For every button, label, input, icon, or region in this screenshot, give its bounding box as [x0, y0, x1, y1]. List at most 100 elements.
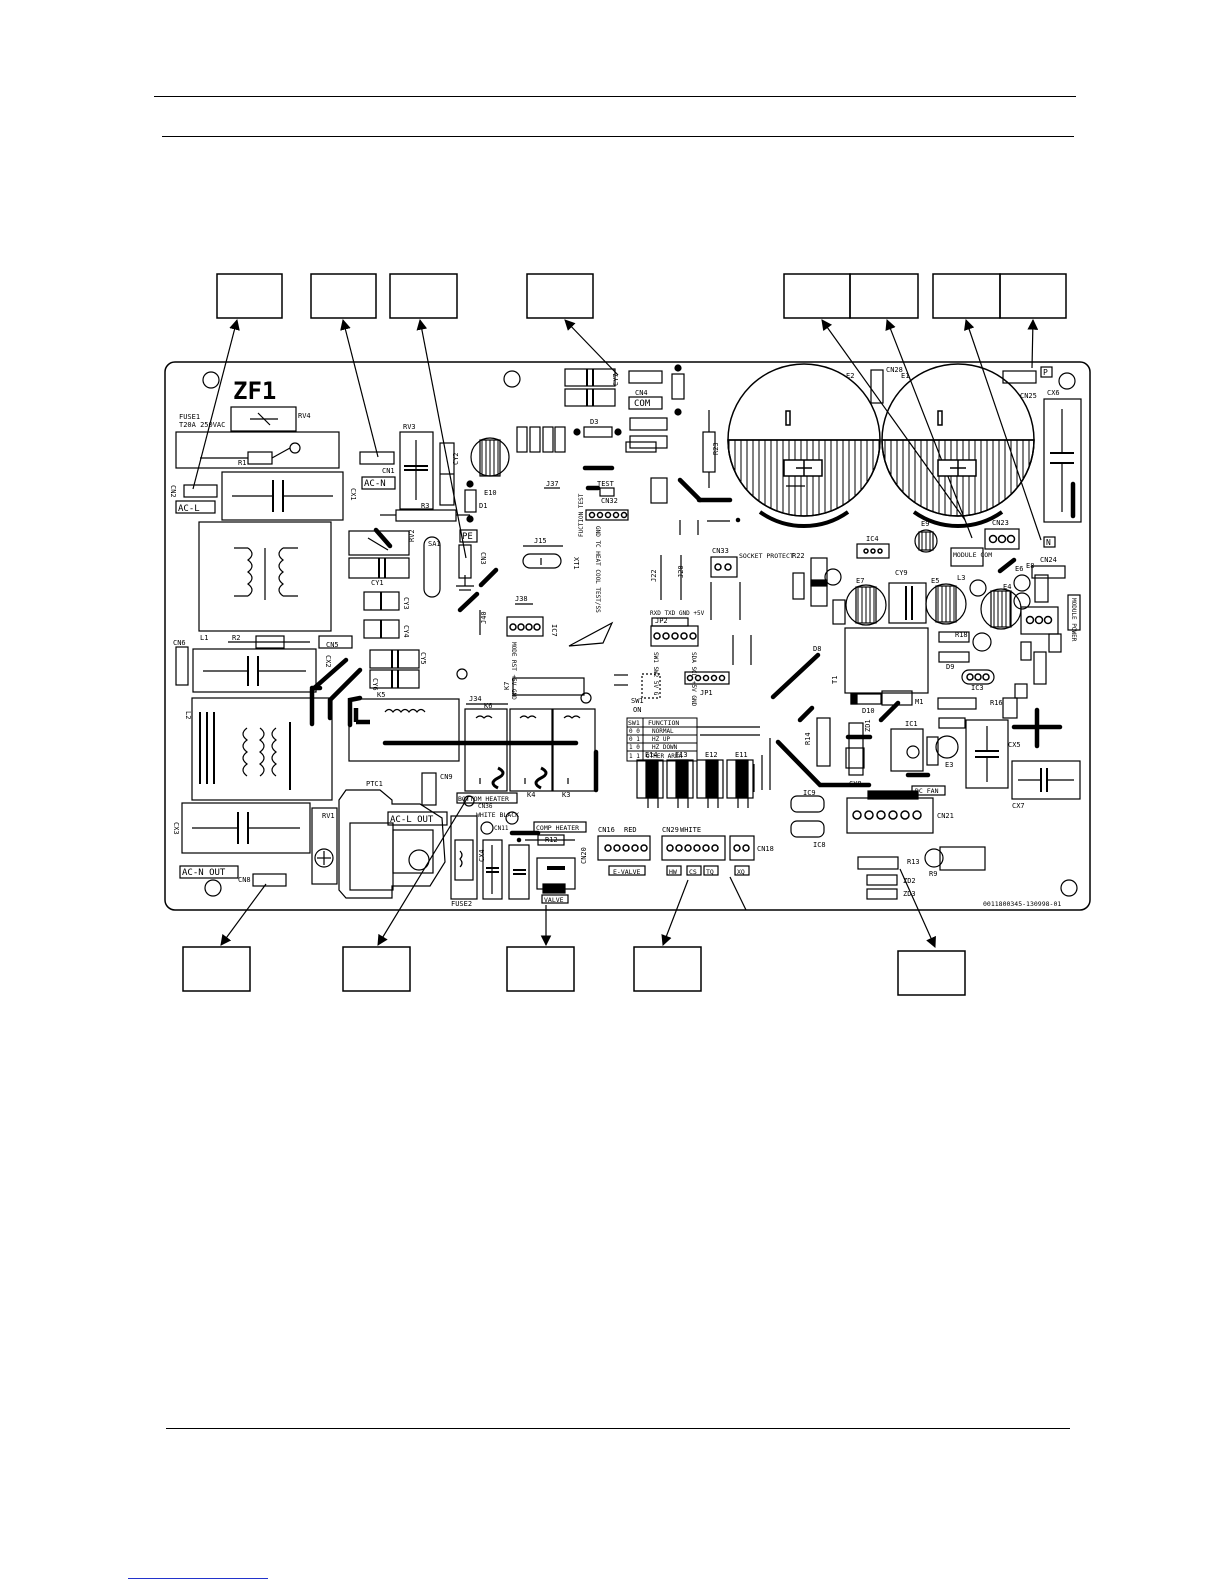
e3-label: E3: [945, 761, 953, 769]
k6-label: K6: [484, 702, 492, 710]
cn25-p-connector[interactable]: [1002, 370, 1037, 384]
r14-body: [816, 717, 831, 767]
p-label-box: [1040, 366, 1053, 378]
r1-label: R1: [238, 459, 246, 467]
arrow-n: [964, 318, 1042, 541]
r9-label: R9: [929, 870, 937, 878]
red-label: RED: [624, 826, 637, 834]
e7-label: E7: [856, 577, 864, 585]
ic1-body: [890, 728, 924, 772]
cn23-module-com-connector[interactable]: [984, 528, 1020, 550]
ic4-label: IC4: [866, 535, 879, 543]
xq-label-box: [734, 865, 750, 876]
cn21-dc-fan-connector[interactable]: [846, 797, 934, 834]
cn27-module-power-connector[interactable]: [1020, 606, 1059, 635]
arrow-dc-fan: [899, 868, 936, 948]
j38-label: J38: [515, 595, 528, 603]
ic11-body: [650, 477, 668, 504]
m1-body: [881, 690, 913, 706]
mounting-hole: [503, 370, 521, 388]
e10-label: E10: [484, 489, 497, 497]
com-label: COM: [634, 399, 651, 409]
cn8-connector[interactable]: [252, 873, 287, 887]
pe-label: PE: [462, 532, 473, 542]
callout-box-com: [526, 273, 594, 319]
header-rule-top: [154, 96, 1076, 97]
r12-label: R12: [545, 836, 558, 844]
d3-diode: [583, 426, 613, 438]
cn5-connector[interactable]: [318, 635, 353, 649]
white-label: WHITE: [680, 826, 701, 834]
cy5-label: CY5: [419, 652, 427, 665]
arrow-sensors: [661, 879, 689, 947]
esd-warning-logo: [568, 621, 614, 647]
xt1-crystal: [522, 553, 562, 569]
ac-n-label-box: [361, 476, 396, 490]
cx3-body: [181, 802, 311, 854]
cn28-connector[interactable]: [870, 369, 884, 404]
j37-label: J37: [546, 480, 559, 488]
cn36-connector[interactable]: [463, 795, 475, 807]
zd2-diode: [866, 874, 898, 886]
cy9-body: [888, 582, 927, 624]
cx2-label: CX2: [324, 655, 332, 668]
cn1-ac-n-connector[interactable]: [359, 451, 395, 465]
ic7-connector[interactable]: [506, 616, 544, 637]
header-rule-bottom: [162, 136, 1074, 137]
callout-box-valve: [506, 946, 575, 992]
cn9-connector[interactable]: [421, 772, 437, 806]
callout-box-module-com-1: [783, 273, 851, 319]
cn26-rxd-txd-connector[interactable]: [650, 625, 699, 647]
footer-link[interactable]: [128, 1578, 268, 1579]
cy7-label: CY7: [612, 373, 620, 386]
cn6-connector[interactable]: [175, 646, 189, 686]
xq-label: XQ: [737, 868, 745, 876]
cn33-socket-protect-connector[interactable]: [710, 556, 738, 578]
cn4-com-connector[interactable]: [628, 370, 663, 384]
cn23-label: CN23: [992, 519, 1009, 527]
cx7-body: [1011, 760, 1081, 800]
sa1-label: SA1: [428, 540, 441, 548]
rvd-label-box: [1020, 641, 1032, 661]
callout-box-n: [932, 273, 1001, 319]
sw1-dip-switch[interactable]: [641, 673, 661, 699]
cn18-connector[interactable]: [729, 835, 755, 861]
cx6-body: [1043, 398, 1082, 523]
cn2-ac-l-connector[interactable]: [183, 484, 218, 498]
thick-jumpers: [309, 465, 1076, 843]
r18-label: R18: [955, 631, 968, 639]
board-part-number: 0011800345-130998-01: [983, 900, 1061, 908]
rv1-label: RV1: [322, 812, 335, 820]
cn32-test-header[interactable]: [585, 509, 629, 521]
sensor-connector[interactable]: [661, 835, 726, 861]
cy2-label: CY2: [452, 452, 460, 465]
connector-pins: [604, 844, 750, 852]
j18-body: [937, 697, 977, 710]
fuction-test-label: FUCTION TEST: [578, 493, 585, 537]
ac-n-label: AC-N: [364, 479, 386, 489]
callout-box-p: [999, 273, 1067, 319]
callout-arrows: [192, 318, 1042, 948]
rv1-body: [311, 807, 338, 885]
ic8-label: IC8: [813, 841, 826, 849]
d3-label: D3: [590, 418, 598, 426]
callout-boxes-bottom: [182, 946, 966, 996]
cy8-body: [845, 747, 865, 769]
cx4-label: CX4: [478, 849, 486, 862]
cx3-label: CX3: [172, 822, 180, 835]
cx5-body: [965, 719, 1009, 789]
cy1-label: CY1: [371, 579, 384, 587]
bulk-capacitors: [727, 363, 1035, 528]
e9-capacitor: [914, 529, 938, 553]
callout-box-ac-l: [216, 273, 283, 319]
k4-label: K4: [527, 791, 535, 799]
cn16-e-valve-connector[interactable]: [597, 835, 651, 861]
cn11-connector[interactable]: [480, 821, 494, 835]
cx7-label: CX7: [1012, 802, 1025, 810]
cs-label: CS: [689, 868, 697, 876]
r2-label: R2: [232, 634, 240, 642]
sw-table-r3c2: HZ DOWN: [652, 744, 678, 751]
jp1-jumper[interactable]: [684, 671, 730, 685]
ac-n-out-label-box: [179, 865, 239, 879]
fuse1-body: [175, 431, 340, 469]
